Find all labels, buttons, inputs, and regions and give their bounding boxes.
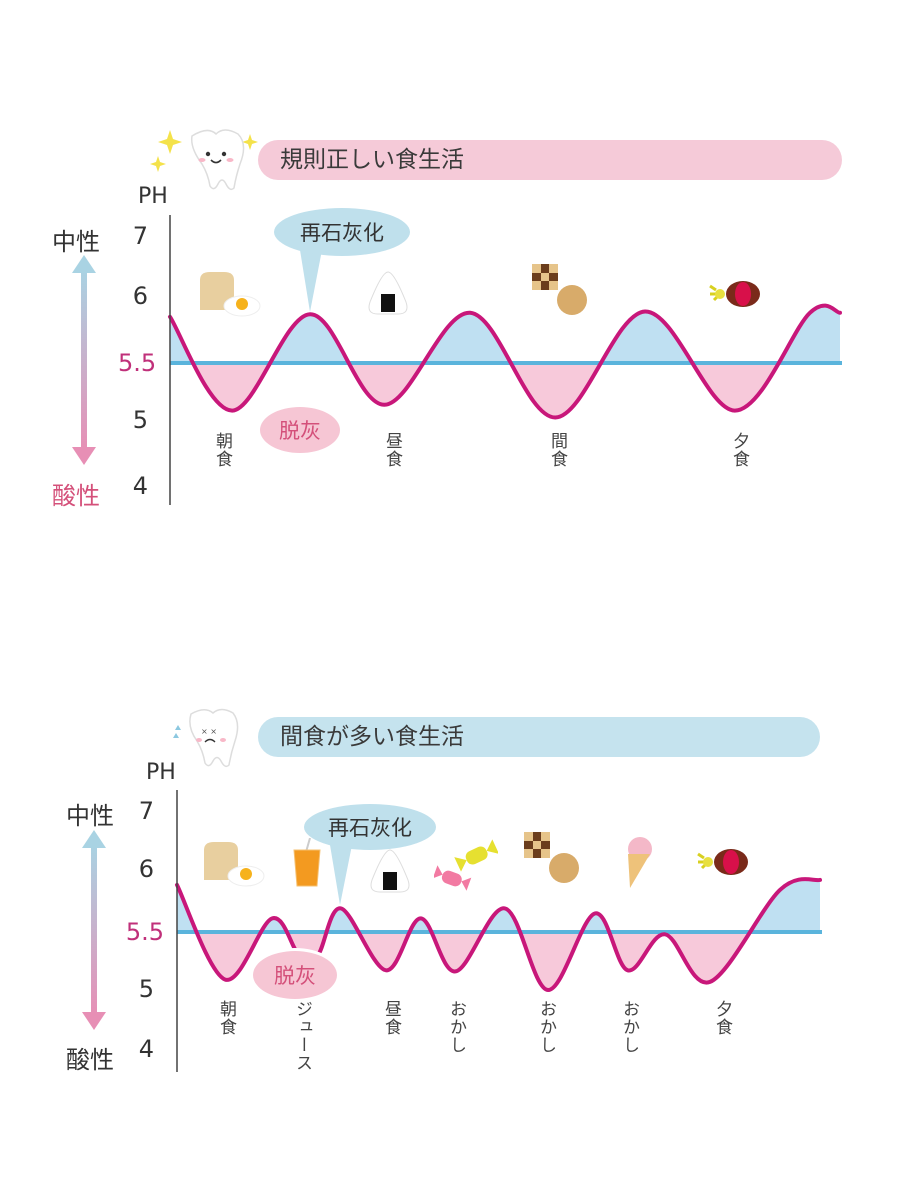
arrow-down-icon bbox=[72, 447, 96, 465]
remineralization-area bbox=[177, 879, 820, 932]
y-tick-label: 6 bbox=[132, 282, 148, 310]
demineralization-bubble: 脱灰 bbox=[250, 948, 340, 1002]
demineralization-area bbox=[177, 932, 820, 991]
demineralization-area bbox=[170, 363, 840, 418]
remineralization-bubble: 再石灰化 bbox=[304, 804, 436, 850]
ph-scale-arrow bbox=[81, 269, 87, 451]
ph-curve-line bbox=[175, 877, 822, 992]
meal-label: ジュース bbox=[292, 1000, 312, 1072]
meal-label: 朝食 bbox=[216, 1000, 236, 1036]
bubble-tail bbox=[300, 250, 322, 312]
happy-tooth-icon bbox=[150, 122, 260, 192]
arrow-up-icon bbox=[82, 830, 106, 848]
meal-label: 昼食 bbox=[382, 432, 402, 468]
y-tick-label: 5.5 bbox=[118, 349, 157, 377]
arrow-up-icon bbox=[72, 255, 96, 273]
neutral-label: 中性 bbox=[66, 802, 114, 830]
meal-label: おかし bbox=[536, 1000, 556, 1054]
chart-title-banner: 規則正しい食生活 bbox=[258, 140, 842, 180]
ph-scale-arrow bbox=[91, 844, 97, 1016]
y-tick-label: 7 bbox=[138, 797, 154, 825]
chart-title-banner: 間食が多い食生活 bbox=[258, 717, 820, 757]
y-tick-label: 5 bbox=[132, 406, 148, 434]
meal-label: おかし bbox=[619, 1000, 639, 1054]
meal-label: 間食 bbox=[547, 432, 567, 468]
bubble-tail bbox=[330, 845, 352, 905]
svg-text:× ×: × × bbox=[201, 727, 217, 736]
ph-axis-label: PH bbox=[138, 184, 168, 209]
meal-label: 昼食 bbox=[381, 1000, 401, 1036]
y-tick-label: 5.5 bbox=[125, 918, 164, 946]
y-tick-label: 4 bbox=[138, 1035, 154, 1063]
meal-label: おかし bbox=[446, 1000, 466, 1054]
y-tick-label: 6 bbox=[138, 855, 154, 883]
meal-label: 夕食 bbox=[729, 432, 749, 468]
meal-label: 朝食 bbox=[212, 432, 232, 468]
acidic-label: 酸性 bbox=[52, 482, 100, 510]
neutral-label: 中性 bbox=[52, 228, 100, 256]
y-tick-label: 7 bbox=[132, 222, 148, 250]
ph-curve-chart bbox=[72, 215, 842, 505]
acidic-label: 酸性 bbox=[66, 1046, 114, 1074]
remineralization-bubble: 再石灰化 bbox=[274, 208, 410, 256]
remineralization-area bbox=[170, 305, 840, 363]
ph-curve-line bbox=[168, 303, 842, 420]
arrow-down-icon bbox=[82, 1012, 106, 1030]
ph-axis-label: PH bbox=[146, 760, 176, 785]
y-tick-label: 5 bbox=[138, 975, 154, 1003]
demineralization-bubble: 脱灰 bbox=[258, 405, 342, 455]
y-tick-label: 4 bbox=[132, 472, 148, 500]
meal-label: 夕食 bbox=[712, 1000, 732, 1036]
sad-tooth-icon: × × bbox=[165, 704, 245, 774]
